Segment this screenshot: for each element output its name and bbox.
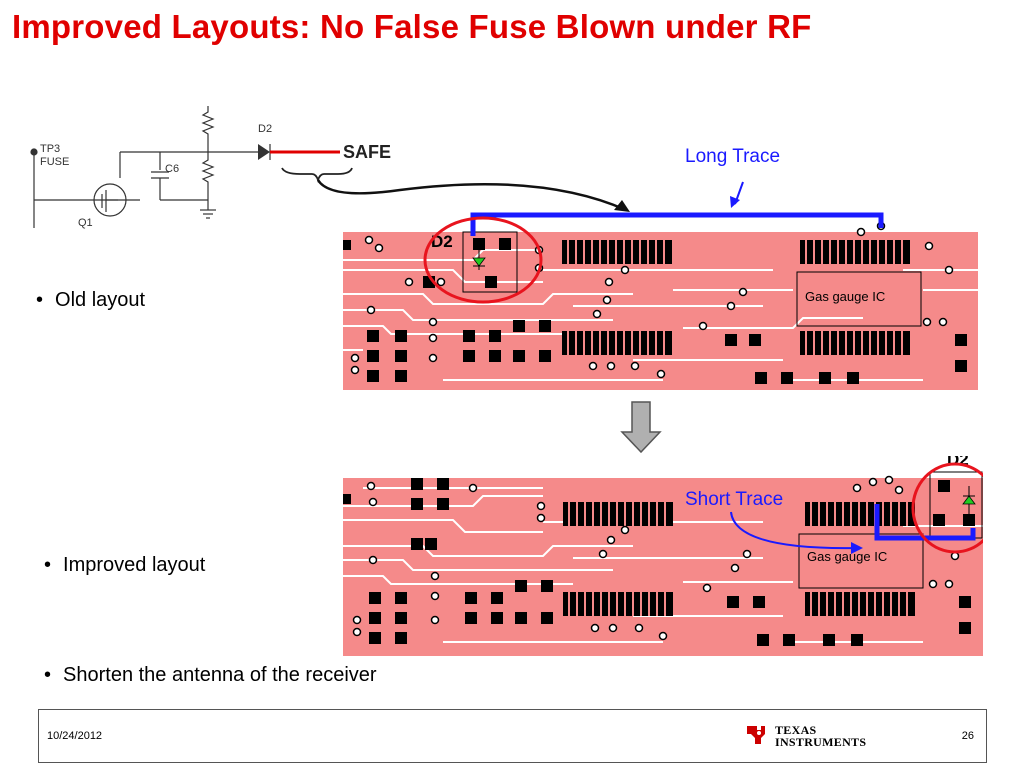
improved-layout-pcb: Gas gauge IC D2 — [343, 456, 983, 656]
q1-label: Q1 — [78, 217, 93, 229]
new-d2-label: D2 — [947, 456, 969, 469]
tp3-label: TP3 — [40, 143, 60, 155]
short-trace-pointer — [730, 511, 858, 550]
long-trace-label: Long Trace — [685, 146, 781, 167]
bullet-old-layout: •Old layout — [36, 289, 146, 311]
safe-label: SAFE — [343, 142, 391, 162]
new-ic-label: Gas gauge IC — [807, 549, 887, 564]
old-d2-label: D2 — [431, 232, 453, 251]
long-trace — [470, 212, 884, 236]
texas-instruments-logo-icon — [747, 726, 765, 744]
fuse-label: FUSE — [40, 156, 69, 168]
new-d2-highlight-circle — [911, 462, 983, 554]
bullet-improved-layout: •Improved layout — [44, 554, 206, 576]
footer-date: 10/24/2012 — [47, 730, 103, 742]
d2-schematic-label: D2 — [258, 123, 272, 135]
down-arrow — [620, 401, 662, 454]
old-layout-pcb: Gas gauge IC D2 — [343, 212, 978, 390]
slide-footer: 10/24/2012 Texas Instruments 26 — [38, 709, 987, 763]
old-ic-label: Gas gauge IC — [805, 289, 885, 304]
old-d2-highlight-circle — [423, 216, 543, 304]
c6-label: C6 — [165, 163, 179, 175]
slide-title: Improved Layouts: No False Fuse Blown un… — [12, 8, 812, 45]
bullet-shorten-antenna: •Shorten the antenna of the receiver — [44, 664, 377, 686]
footer-page-number: 26 — [961, 730, 974, 742]
short-trace-label: Short Trace — [685, 489, 784, 510]
fuse-schematic: TP3 FUSE C6 Q1 D2 SAFE — [30, 106, 391, 229]
texas-instruments-wordmark: Texas Instruments — [775, 723, 867, 749]
